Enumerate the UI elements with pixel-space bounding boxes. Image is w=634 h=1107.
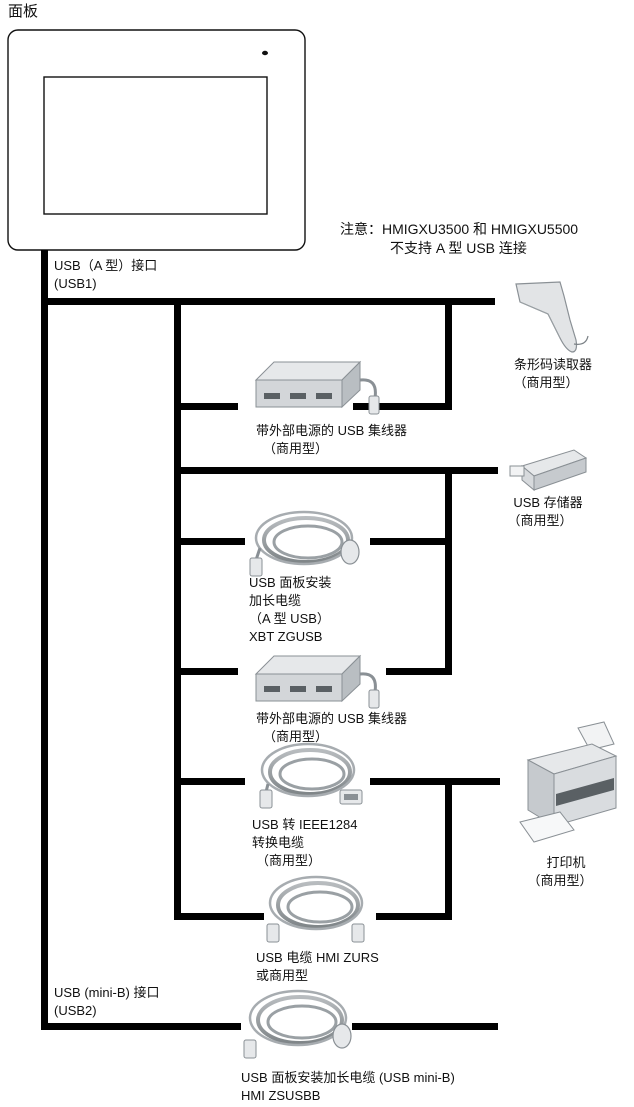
extension-cable-label-1: USB 面板安装: [249, 575, 332, 590]
extension-cable-part-number: XBT ZGUSB: [249, 629, 323, 644]
usb-a-port-id: (USB1): [54, 276, 97, 291]
usb-storage-type: （商用型）: [507, 513, 573, 528]
usb-mini-port-label: USB (mini-B) 接口: [54, 985, 160, 1000]
note-line-2: 不支持 A 型 USB 连接: [390, 240, 527, 256]
hub-1-type: （商用型）: [263, 441, 329, 456]
printer-label: 打印机: [546, 855, 586, 870]
cable-wiring: [41, 250, 500, 1030]
panel-device: [7, 29, 306, 251]
printer-type: （商用型）: [527, 873, 593, 888]
usb-cable-zurs-icon: [266, 875, 365, 943]
ieee-cable-label-1: USB 转 IEEE1284: [252, 817, 358, 832]
mini-b-cable-part-number: HMI ZSUSBB: [241, 1088, 321, 1103]
printer-icon: [519, 721, 618, 843]
barcode-reader-type: （商用型）: [513, 375, 579, 390]
note-line-1: 注意：HMIGXU3500 和 HMIGXU5500: [340, 221, 579, 237]
mini-b-cable-label: USB 面板安装加长电缆 (USB mini-B): [241, 1070, 455, 1085]
usb-mini-b-extension-cable-icon: [243, 989, 352, 1059]
barcode-reader-label: 条形码读取器: [513, 357, 593, 372]
usb-hub-icon: [254, 360, 380, 415]
usb-storage-icon: [509, 449, 588, 492]
ieee-cable-label-2: 转换电缆: [252, 835, 305, 850]
usb-storage-label: USB 存储器: [513, 495, 583, 510]
zurs-cable-alt: 或商用型: [256, 968, 309, 983]
hub-2-type: （商用型）: [263, 729, 329, 744]
barcode-reader-icon: [515, 281, 589, 353]
panel-led-icon: [262, 50, 268, 56]
usb-extension-cable-icon: [249, 510, 360, 577]
usb-mini-port-id: (USB2): [54, 1003, 97, 1018]
usb-hub-icon: [254, 654, 380, 709]
usb-a-port-label: USB（A 型）接口: [54, 258, 158, 273]
panel-title: 面板: [8, 3, 39, 20]
hub-2-label: 带外部电源的 USB 集线器: [256, 711, 407, 726]
ieee1284-cable-icon: [259, 742, 363, 809]
hub-1-label: 带外部电源的 USB 集线器: [256, 423, 407, 438]
extension-cable-label-2: 加长电缆: [249, 593, 302, 608]
zurs-cable-label: USB 电缆 HMI ZURS: [256, 950, 379, 965]
ieee-cable-type: （商用型）: [256, 853, 322, 868]
extension-cable-label-3: （A 型 USB）: [249, 611, 330, 626]
